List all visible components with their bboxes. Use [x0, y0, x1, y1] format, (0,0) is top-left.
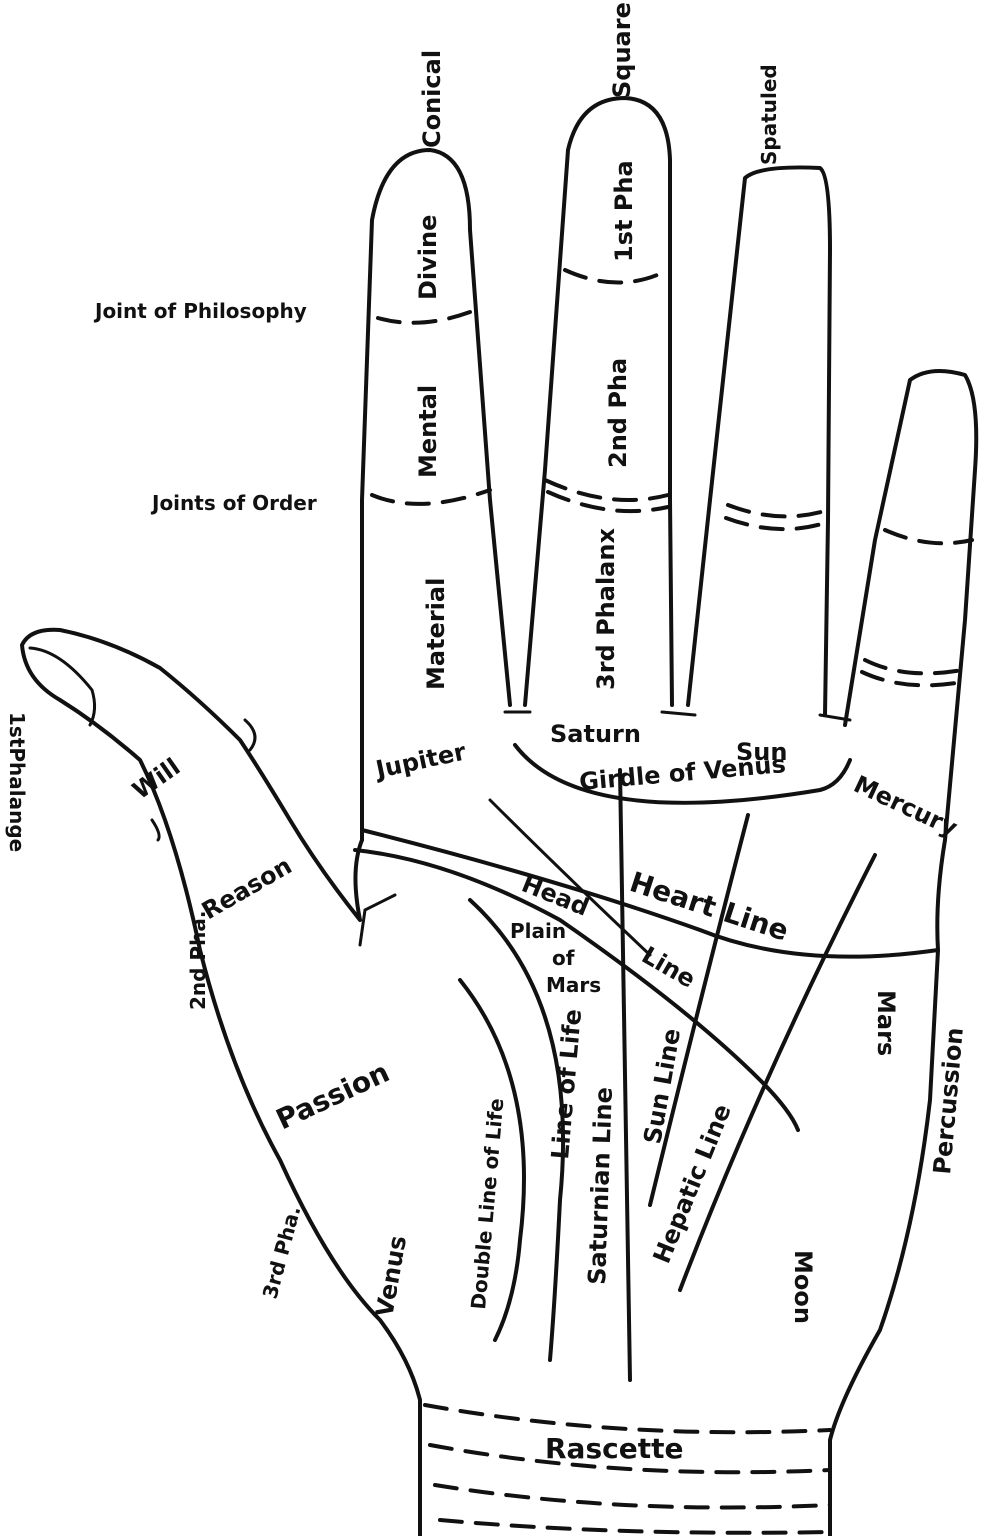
palm-lines	[353, 743, 940, 1382]
label-saturn: Saturn	[550, 720, 641, 748]
girdle-extra	[488, 798, 652, 957]
label-material: Material	[422, 578, 450, 690]
index-finger-outline	[360, 148, 512, 842]
label-jupiter: Jupiter	[371, 738, 468, 785]
label-sun: Sun	[736, 738, 787, 766]
label-reason: Reason	[197, 852, 297, 926]
saturnian-line	[618, 768, 632, 1382]
heart-line	[360, 828, 940, 959]
middle-finger-outline	[523, 96, 674, 707]
label-conical: Conical	[418, 50, 446, 148]
hand-outline	[20, 96, 979, 1536]
label-thumb-third-pha: 3rd Pha.	[258, 1203, 306, 1301]
line-of-life	[468, 898, 566, 1362]
label-divine: Divine	[414, 215, 442, 300]
label-square: Square	[608, 2, 636, 98]
finger-joints	[150, 268, 974, 842]
label-plain-of-mars-1: Plain	[510, 919, 566, 943]
label-first-pha: 1st Pha	[610, 160, 638, 262]
sun-line	[648, 813, 750, 1207]
label-spatuled: Spatuled	[757, 64, 781, 165]
head-line-hook	[358, 893, 397, 947]
label-girdle-of-venus: Girdle of Venus	[578, 750, 787, 796]
label-rascette: Rascette	[545, 1432, 683, 1465]
label-double-line-of-life: Double Line of Life	[466, 1097, 508, 1310]
label-moon: Moon	[789, 1250, 817, 1324]
double-line-of-life	[458, 978, 526, 1342]
label-plain-of-mars-2: of	[552, 946, 575, 970]
girdle-of-venus	[513, 743, 852, 805]
thumb-nail	[28, 646, 97, 727]
ring-finger-outline	[686, 165, 832, 717]
label-thumb-first-phalange: 1stPhalange	[5, 712, 29, 852]
label-passion: Passion	[271, 1055, 394, 1136]
label-joint-of-philosophy: Joint of Philosophy	[93, 299, 307, 323]
head-line	[353, 848, 800, 1132]
thumb-outline	[20, 627, 422, 1536]
hepatic-line	[678, 853, 877, 1292]
label-second-pha: 2nd Pha	[604, 358, 632, 468]
label-mercury: Mercury	[849, 770, 962, 842]
label-joints-of-order: Joints of Order	[150, 491, 317, 515]
label-third-phalanx: 3rd Phalanx	[592, 528, 620, 690]
label-head: Head	[518, 870, 593, 922]
label-line-of-life: Line of Life	[546, 1008, 587, 1161]
label-head-line: Line	[637, 941, 700, 994]
label-venus: Venus	[370, 1233, 412, 1319]
rascette-lines	[423, 1403, 832, 1535]
finger-base-caps	[503, 710, 852, 722]
label-saturnian-line: Saturnian Line	[583, 1087, 618, 1286]
label-mental: Mental	[414, 385, 442, 478]
label-plain-of-mars-3: Mars	[546, 973, 601, 997]
label-mars: Mars	[872, 990, 900, 1056]
label-thumb-second-pha: 2nd Pha.	[186, 911, 210, 1010]
little-finger-outline	[828, 369, 979, 1536]
